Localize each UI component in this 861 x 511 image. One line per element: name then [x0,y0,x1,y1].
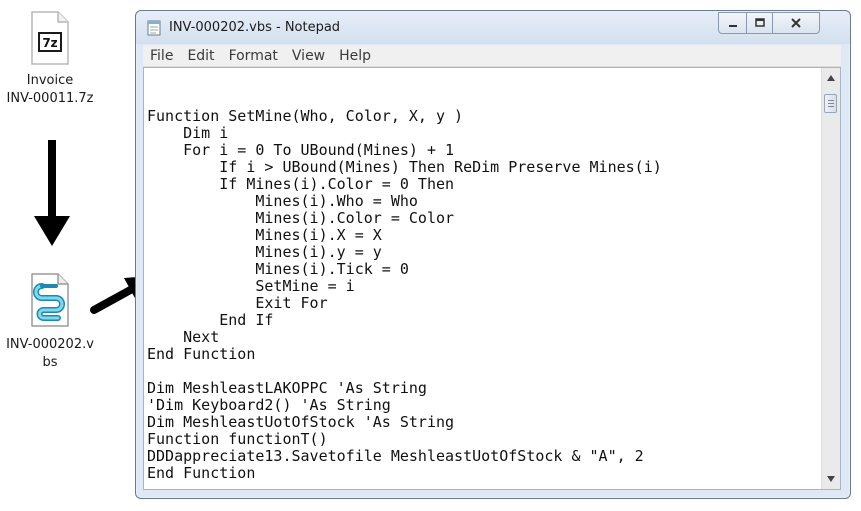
minimize-button[interactable] [718,12,747,34]
notepad-window: INV-000202.vbs - Notepad File Edit Forma… [135,10,851,499]
menu-help[interactable]: Help [339,47,372,64]
window-title: INV-000202.vbs - Notepad [169,20,341,35]
svg-text:7z: 7z [42,36,57,50]
menu-format[interactable]: Format [228,47,278,64]
file-label-line1: Invoice [26,73,74,88]
scroll-up-icon[interactable] [826,74,836,82]
menu-edit[interactable]: Edit [187,47,215,64]
text-editor[interactable]: Function SetMine(Who, Color, X, y ) Dim … [143,67,841,490]
file-icon-inv-vbs[interactable]: INV-000202.v bs [0,272,100,372]
arrow-down-icon [34,140,70,246]
menu-bar: File Edit Format View Help [143,45,841,67]
file-label-line1: INV-000202.v [6,337,94,352]
scrollbar-thumb[interactable] [824,94,837,113]
notepad-icon [147,20,161,36]
minimize-icon [728,25,737,27]
file-label-line2: bs [42,355,58,370]
7z-archive-icon: 7z [31,11,69,65]
maximize-icon [754,18,765,27]
vbs-script-icon [31,273,69,327]
close-icon [791,18,801,28]
close-button[interactable] [772,12,820,34]
code-text[interactable]: Function SetMine(Who, Color, X, y ) Dim … [147,107,662,482]
menu-view[interactable]: View [291,47,326,64]
maximize-button[interactable] [746,12,773,34]
vertical-scrollbar[interactable] [821,68,840,489]
file-icon-invoice-7z[interactable]: 7z Invoice INV-00011.7z [0,10,100,108]
menu-file[interactable]: File [150,47,174,64]
title-bar[interactable]: INV-000202.vbs - Notepad [136,11,850,44]
file-label-line2: INV-00011.7z [6,91,94,106]
scroll-down-icon[interactable] [826,475,836,483]
